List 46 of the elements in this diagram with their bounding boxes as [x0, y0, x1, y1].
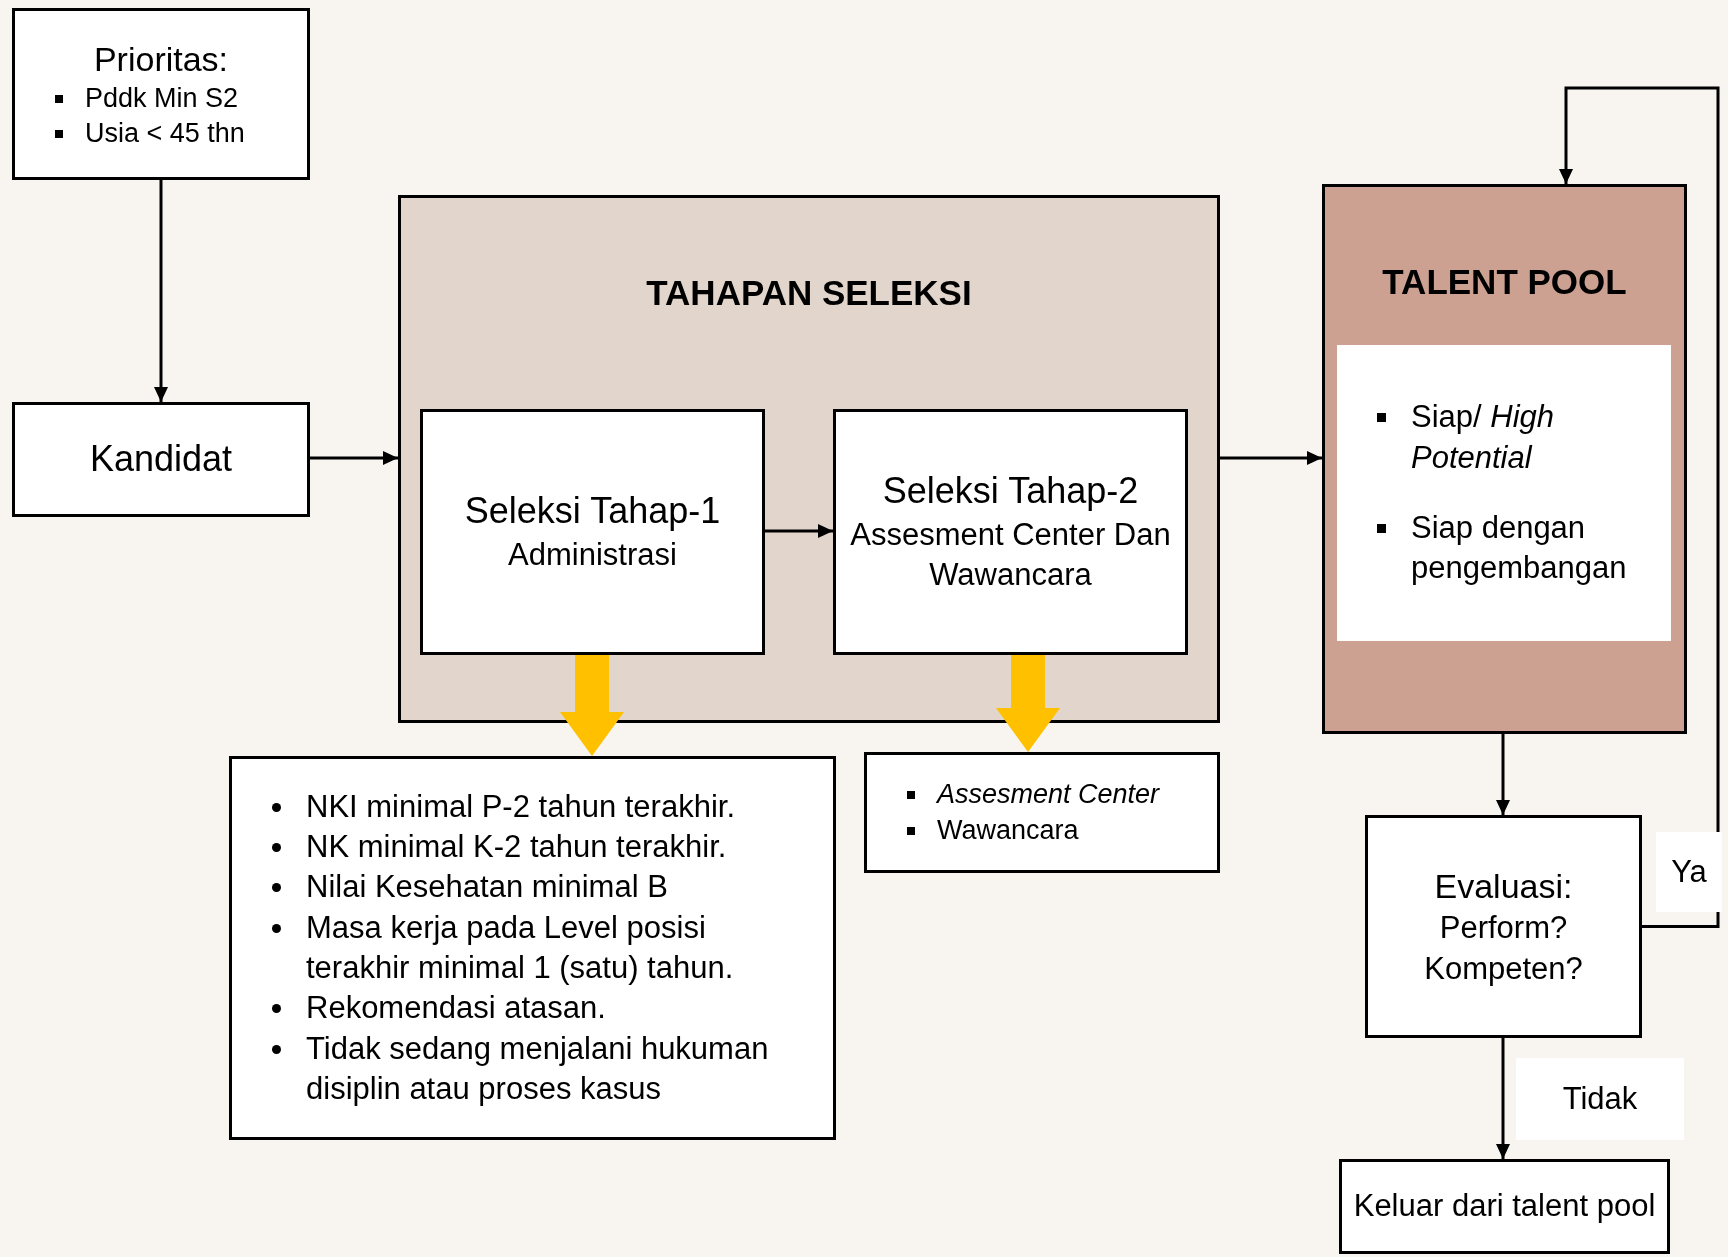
- list-item: Wawancara: [937, 813, 1079, 847]
- list-item: Nilai Kesehatan minimal B: [306, 868, 668, 907]
- box-title: Evaluasi:: [1434, 866, 1573, 908]
- process-box: [12, 402, 310, 517]
- box-text: Kandidat: [89, 437, 233, 482]
- process-box: [1339, 1159, 1670, 1254]
- stage-panel: [398, 195, 1220, 723]
- arrow: [1496, 734, 1510, 815]
- arrow: [154, 180, 168, 402]
- list-item: Pddk Min S2: [85, 82, 239, 115]
- list-item: NKI minimal P-2 tahun terakhir.: [306, 787, 735, 826]
- process-box: [833, 409, 1188, 655]
- arrow: [310, 451, 398, 465]
- criteria-box: [12, 8, 310, 180]
- criteria-box: [229, 756, 836, 1140]
- box-text: Assesment Center Dan Wawancara: [849, 516, 1172, 595]
- box-text: Administrasi: [508, 536, 677, 575]
- list-item: Assesment Center: [937, 778, 1160, 812]
- list-item: Tidak sedang menjalani hukuman disiplin atau proses kasus: [306, 1029, 770, 1108]
- box-heading: Prioritas:: [93, 38, 229, 80]
- box-text: Kompeten?: [1424, 949, 1583, 988]
- box-title: Seleksi Tahap-2: [882, 469, 1139, 514]
- edge-label: Ya: [1656, 832, 1722, 912]
- arrow: [1496, 1038, 1510, 1159]
- edge-label: Tidak: [1516, 1058, 1684, 1140]
- panel-title: TAHAPAN SELEKSI: [645, 273, 973, 313]
- list-item: Rekomendasi atasan.: [306, 989, 606, 1028]
- pool-box: [1337, 345, 1671, 641]
- block-arrow: [996, 655, 1060, 752]
- pool-panel: [1322, 184, 1687, 734]
- list-item: Usia < 45 thn: [85, 117, 245, 151]
- box-title: Seleksi Tahap-1: [464, 489, 721, 534]
- arrow: [1559, 86, 1720, 928]
- criteria-box: [864, 752, 1220, 873]
- list-item: Siap/ High Potential: [1411, 398, 1556, 477]
- block-arrow: [560, 655, 624, 756]
- arrow: [1220, 451, 1322, 465]
- process-box: [420, 409, 765, 655]
- decision-box: [1365, 815, 1642, 1038]
- panel-title: TALENT POOL: [1381, 262, 1628, 302]
- list-item: NK minimal K-2 tahun terakhir.: [306, 828, 727, 867]
- box-text: Perform?: [1439, 909, 1568, 948]
- box-text: Keluar dari talent pool: [1353, 1187, 1656, 1226]
- list-item: Masa kerja pada Level posisi terakhir minimal 1 (satu) tahun.: [306, 908, 735, 987]
- list-item: Siap dengan pengembangan: [1411, 509, 1628, 588]
- arrow: [765, 524, 833, 538]
